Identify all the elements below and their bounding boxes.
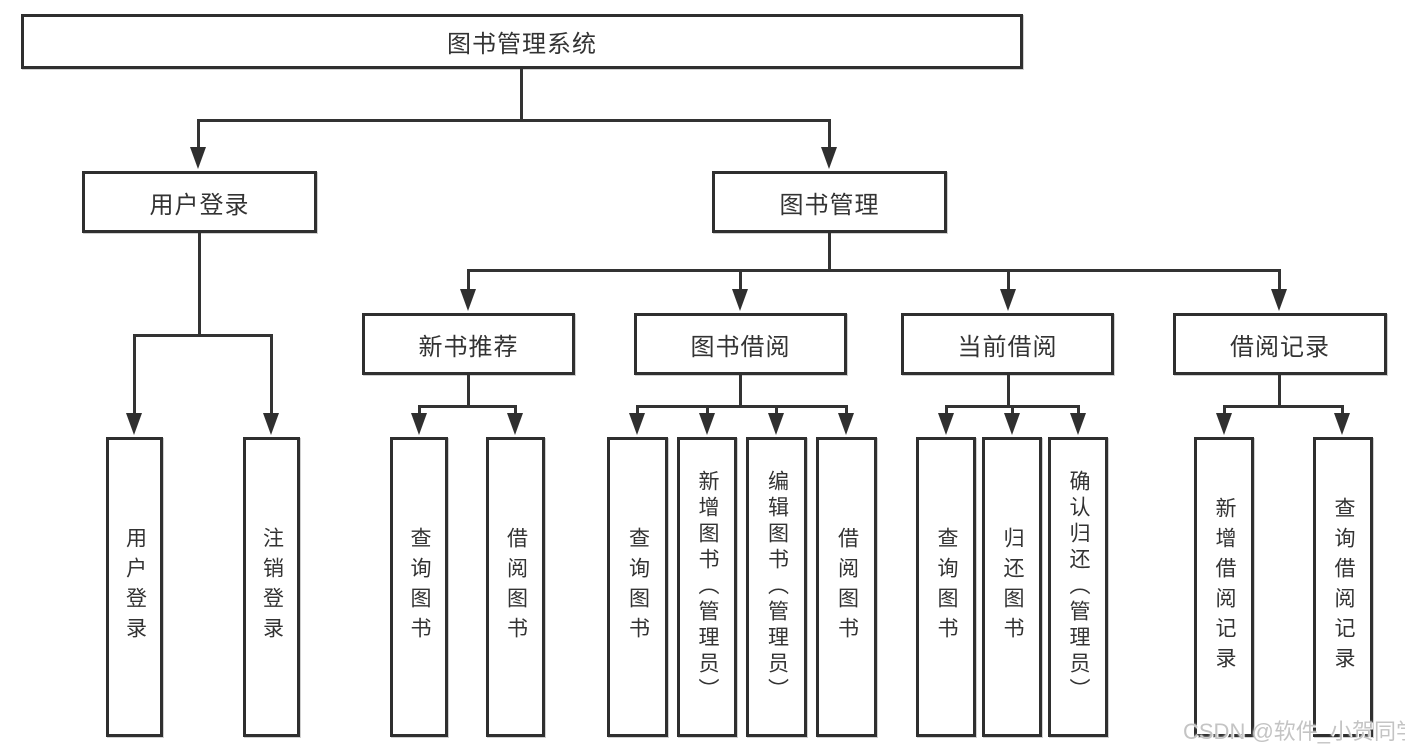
node-book-management-label: 图书管理 — [779, 191, 880, 219]
connector-to-leaf-query-record — [1341, 405, 1344, 415]
connector-to-leaf-confirm-return — [1077, 405, 1080, 415]
connector-to-leaf-logout — [270, 334, 273, 413]
connector-user-login-stub — [198, 233, 201, 334]
arrowhead-leaf-add-book-icon — [699, 413, 715, 435]
connector-borrow-records-stub — [1278, 375, 1281, 408]
connector-to-leaf-query2 — [636, 405, 639, 415]
arrowhead-leaf-edit-book-icon — [768, 413, 784, 435]
node-book-management: 图书管理 — [712, 171, 947, 233]
leaf-borrow-book-2-label: 借阅图书 — [835, 527, 859, 647]
arrowhead-current-borrow-icon — [1000, 289, 1016, 311]
connector-level3-hbar — [467, 269, 1281, 272]
arrowhead-leaf-return-icon — [1004, 413, 1020, 435]
arrowhead-leaf-borrow2-icon — [838, 413, 854, 435]
leaf-logout-label: 注销登录 — [260, 527, 284, 647]
leaf-logout: 注销登录 — [243, 437, 300, 737]
connector-to-book-borrow — [739, 269, 742, 291]
leaf-return-book: 归还图书 — [982, 437, 1042, 737]
arrowhead-new-book-icon — [460, 289, 476, 311]
node-borrow-records: 借阅记录 — [1173, 313, 1387, 375]
connector-new-book-hbar — [418, 405, 517, 408]
arrowhead-leaf-query2-icon — [629, 413, 645, 435]
node-user-login-label: 用户登录 — [149, 191, 250, 219]
arrowhead-leaf-add-record-icon — [1216, 413, 1232, 435]
leaf-query-book-2-label: 查询图书 — [626, 527, 650, 647]
connector-to-leaf-add-book — [706, 405, 709, 415]
connector-to-leaf-query1 — [418, 405, 421, 415]
leaf-query-borrow-record-label: 查询借阅记录 — [1332, 497, 1355, 677]
leaf-query-book-3: 查询图书 — [916, 437, 976, 737]
leaf-confirm-return-admin: 确认归还（管理员） — [1048, 437, 1108, 737]
arrowhead-book-borrow-icon — [732, 289, 748, 311]
arrowhead-leaf-query1-icon — [411, 413, 427, 435]
leaf-confirm-return-admin-label: 确认归还（管理员） — [1067, 470, 1090, 704]
node-user-login: 用户登录 — [82, 171, 317, 233]
connector-to-book-management — [828, 119, 831, 149]
connector-to-leaf-add-record — [1223, 405, 1226, 415]
connector-borrow-records-hbar — [1223, 405, 1343, 408]
arrowhead-leaf-login-icon — [126, 413, 142, 435]
leaf-borrow-book-1-label: 借阅图书 — [504, 527, 528, 647]
connector-current-borrow-stub — [1007, 375, 1010, 408]
leaf-query-book-2: 查询图书 — [607, 437, 668, 737]
leaf-query-book-3-label: 查询图书 — [935, 527, 958, 647]
connector-to-leaf-borrow1 — [514, 405, 517, 415]
connector-to-leaf-query3 — [945, 405, 948, 415]
connector-root-stub — [520, 69, 523, 119]
arrowhead-leaf-query3-icon — [938, 413, 954, 435]
connector-to-leaf-login — [133, 334, 136, 413]
node-borrow-records-label: 借阅记录 — [1230, 333, 1330, 361]
connector-user-login-hbar — [133, 334, 273, 337]
leaf-borrow-book-2: 借阅图书 — [816, 437, 877, 737]
leaf-add-borrow-record-label: 新增借阅记录 — [1213, 497, 1236, 677]
node-new-book-recommend: 新书推荐 — [362, 313, 575, 375]
arrowhead-leaf-confirm-return-icon — [1070, 413, 1086, 435]
arrowhead-leaf-query-record-icon — [1334, 413, 1350, 435]
node-book-borrow: 图书借阅 — [634, 313, 847, 375]
leaf-query-book-1-label: 查询图书 — [408, 527, 431, 647]
arrowhead-leaf-logout-icon — [263, 413, 279, 435]
connector-to-leaf-borrow2 — [845, 405, 848, 415]
leaf-borrow-book-1: 借阅图书 — [486, 437, 545, 737]
connector-root-hbar — [197, 119, 831, 122]
leaf-edit-book-admin-label: 编辑图书（管理员） — [765, 470, 789, 704]
csdn-watermark: CSDN @软件_小贺同学 — [1183, 719, 1405, 744]
connector-to-leaf-edit-book — [775, 405, 778, 415]
connector-book-borrow-hbar — [636, 405, 847, 408]
leaf-user-login-label: 用户登录 — [123, 527, 147, 647]
arrowhead-book-management-icon — [821, 147, 837, 169]
arrowhead-leaf-borrow1-icon — [507, 413, 523, 435]
connector-to-current-borrow — [1007, 269, 1010, 291]
leaf-query-borrow-record: 查询借阅记录 — [1313, 437, 1373, 737]
node-new-book-recommend-label: 新书推荐 — [418, 333, 519, 361]
leaf-add-book-admin: 新增图书（管理员） — [677, 437, 737, 737]
leaf-user-login: 用户登录 — [106, 437, 163, 737]
connector-to-leaf-return — [1011, 405, 1014, 415]
leaf-query-book-1: 查询图书 — [390, 437, 448, 737]
connector-book-management-stub — [828, 233, 831, 269]
node-current-borrow: 当前借阅 — [901, 313, 1114, 375]
connector-to-user-login — [197, 119, 200, 149]
node-root: 图书管理系统 — [21, 14, 1023, 69]
connector-book-borrow-stub — [739, 375, 742, 408]
leaf-return-book-label: 归还图书 — [1001, 527, 1024, 647]
connector-to-borrow-records — [1278, 269, 1281, 291]
arrowhead-user-login-icon — [190, 147, 206, 169]
leaf-edit-book-admin: 编辑图书（管理员） — [746, 437, 807, 737]
connector-to-new-book — [467, 269, 470, 291]
node-current-borrow-label: 当前借阅 — [957, 333, 1058, 361]
node-book-borrow-label: 图书借阅 — [690, 333, 791, 361]
arrowhead-borrow-records-icon — [1271, 289, 1287, 311]
node-root-label: 图书管理系统 — [447, 31, 597, 58]
leaf-add-book-admin-label: 新增图书（管理员） — [696, 470, 719, 704]
connector-new-book-stub — [467, 375, 470, 408]
leaf-add-borrow-record: 新增借阅记录 — [1194, 437, 1254, 737]
